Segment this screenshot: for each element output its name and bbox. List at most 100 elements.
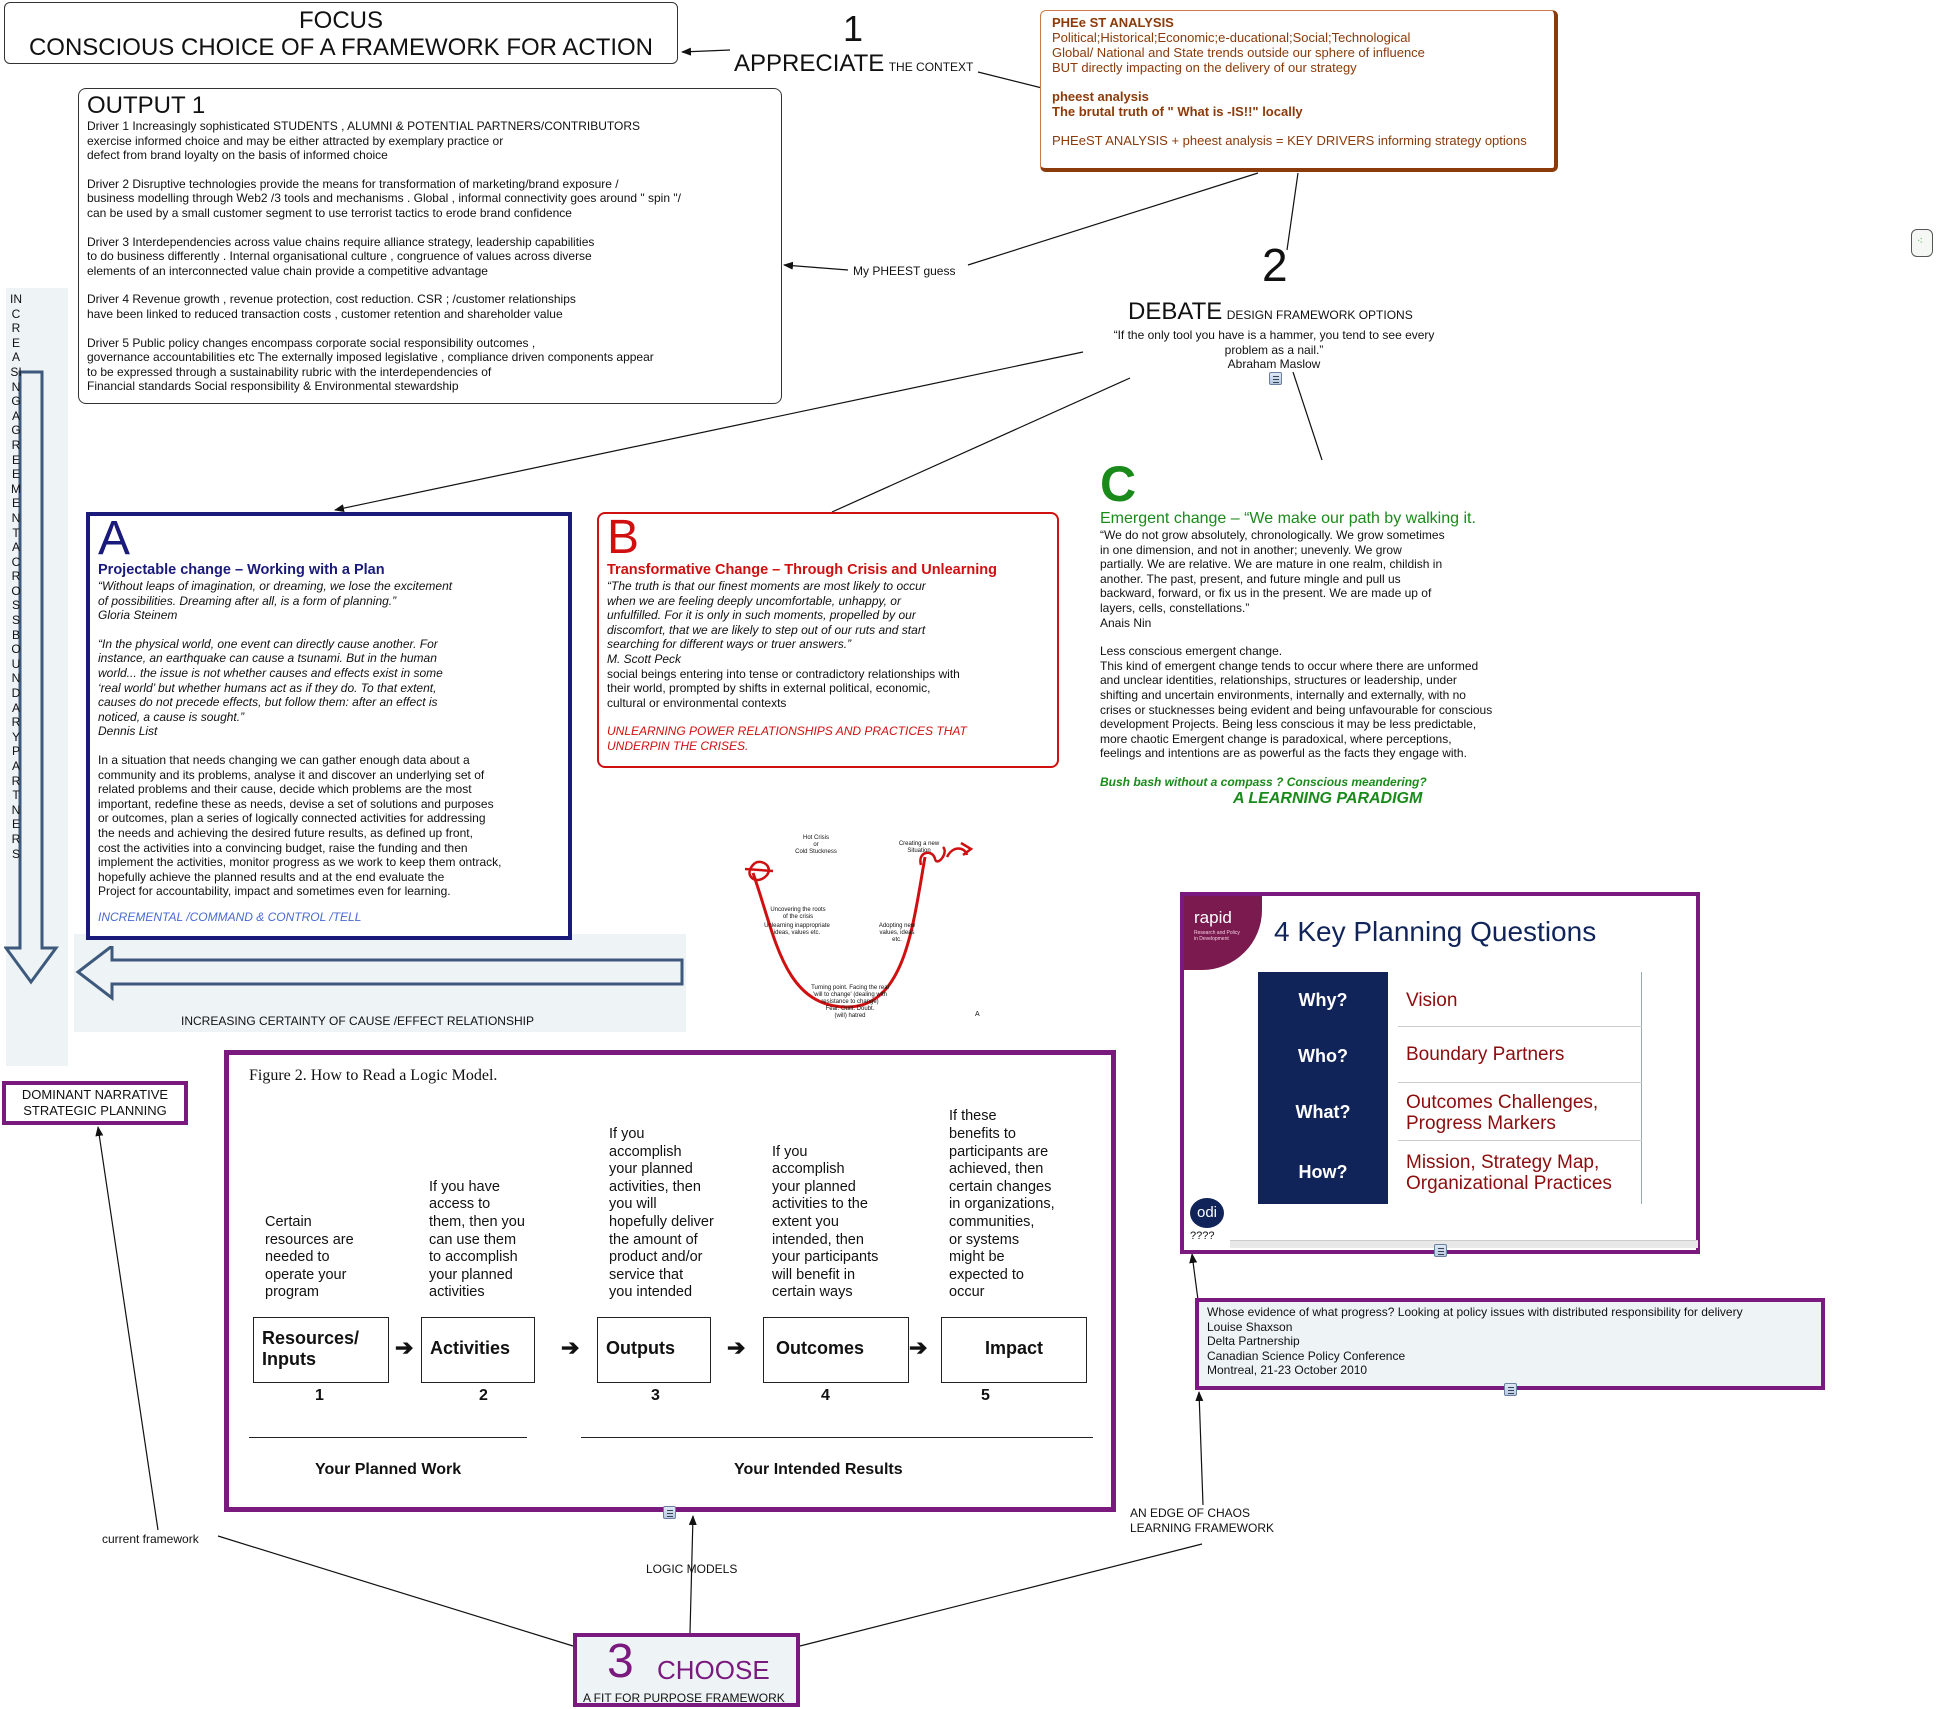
- u-label-1: Hot Crisis or Cold Stuckness: [795, 835, 837, 855]
- current-framework-label: current framework: [102, 1532, 199, 1546]
- evidence-text: Whose evidence of what progress? Looking…: [1207, 1305, 1743, 1378]
- planning-table: Why? Who? What? How? Vision Boundary Par…: [1258, 972, 1642, 1204]
- lm-arrow-2: ➔: [561, 1335, 580, 1360]
- horizontal-axis-label: INCREASING CERTAINTY OF CAUSE /EFFECT RE…: [181, 1014, 534, 1028]
- rapid-logo: rapid Research and Policy in Development: [1184, 896, 1262, 970]
- lm-box-impact: Impact: [941, 1317, 1087, 1383]
- note-icon[interactable]: [1269, 372, 1282, 385]
- option-b-letter: B: [607, 511, 640, 564]
- output-1-box[interactable]: OUTPUT 1 Driver 1 Increasingly sophistic…: [78, 88, 782, 404]
- appreciate-number: 1: [843, 8, 864, 49]
- planning-a-what: Outcomes Challenges, Progress Markers: [1406, 1092, 1599, 1134]
- planning-q-who: Who?: [1258, 1046, 1388, 1067]
- lm-planned-work: Your Planned Work: [315, 1461, 462, 1478]
- line-context-pheest: [977, 71, 1043, 89]
- rapid-brand: rapid: [1194, 908, 1232, 927]
- note-icon[interactable]: [1504, 1383, 1517, 1396]
- u-curve-diagram: Hot Crisis or Cold Stuckness Uncovering …: [735, 815, 995, 1021]
- choose-node[interactable]: 3 CHOOSE A FIT FOR PURPOSE FRAMEWORK: [573, 1633, 800, 1707]
- pheest-guess-label: My PHEEST guess: [853, 264, 956, 278]
- option-c-node[interactable]: C Emergent change – “We make our path by…: [1100, 458, 1560, 818]
- u-label-5: Adopting new values, ideas etc.: [878, 923, 916, 943]
- lm-box-activities: Activities: [421, 1317, 535, 1383]
- u-label-6: Creating a new Situation: [898, 841, 940, 854]
- debate-node[interactable]: DEBATE DESIGN FRAMEWORK OPTIONS: [1128, 298, 1413, 326]
- planning-row-divider: [1398, 1140, 1642, 1141]
- dominant-line-2: STRATEGIC PLANNING: [23, 1103, 167, 1118]
- logic-model-box[interactable]: Figure 2. How to Read a Logic Model. Cer…: [224, 1050, 1116, 1512]
- option-a-box[interactable]: A Projectable change – Working with a Pl…: [86, 512, 572, 940]
- lm-text-1: Certain resources are needed to operate …: [265, 1214, 354, 1301]
- planning-footer: ????: [1190, 1230, 1215, 1242]
- lm-box-outputs: Outputs: [597, 1317, 711, 1383]
- choose-label: CHOOSE: [657, 1655, 770, 1685]
- lm-text-4: If you accomplish your planned activitie…: [772, 1143, 879, 1301]
- line-choose-dominant: [217, 1535, 574, 1647]
- option-b-body: social beings entering into tense or con…: [607, 666, 960, 710]
- odi-logo: odi: [1190, 1198, 1224, 1228]
- choose-number: 3: [607, 1635, 634, 1688]
- line-choose-edge: [799, 1543, 1203, 1647]
- line-debate-c: [1292, 371, 1323, 461]
- u-label-2: Uncovering the roots of the crisis: [770, 907, 826, 920]
- line-choose-logic: [688, 1515, 697, 1634]
- pheest-analysis-box[interactable]: PHEe ST ANALYSIS Political;Historical;Ec…: [1040, 10, 1558, 172]
- option-c-quote: “We do not grow absolutely, chronologica…: [1100, 528, 1445, 630]
- option-c-letter: C: [1100, 456, 1137, 512]
- appreciate-node[interactable]: APPRECIATE THE CONTEXT: [734, 50, 973, 78]
- dominant-narrative-box[interactable]: DOMINANT NARRATIVE STRATEGIC PLANNING: [2, 1081, 188, 1125]
- focus-node[interactable]: FOCUS CONSCIOUS CHOICE OF A FRAMEWORK FO…: [4, 2, 678, 64]
- pheest-title: PHEe ST ANALYSIS: [1052, 15, 1174, 30]
- line-pheest-debate: [1286, 172, 1299, 251]
- option-b-box[interactable]: B Transformative Change – Through Crisis…: [597, 512, 1059, 768]
- vertical-axis-band: [6, 288, 68, 1066]
- pheest-body: Political;Historical;Economic;e-ducation…: [1052, 30, 1425, 75]
- u-label-3: Unlearning inappropriate ideas, values e…: [764, 923, 830, 936]
- horizontal-arrow: [75, 946, 684, 1002]
- option-c-tagline: Bush bash without a compass ? Conscious …: [1100, 774, 1427, 789]
- u-curve-svg: [744, 841, 974, 1009]
- driver-1: Driver 1 Increasingly sophisticated STUD…: [87, 119, 641, 163]
- debate-quote: “If the only tool you have is a hammer, …: [1113, 328, 1435, 372]
- line-debate-a: [334, 351, 1084, 513]
- rapid-brand-sub: Research and Policy in Development: [1194, 930, 1240, 942]
- line-pheest-guess: [967, 172, 1259, 266]
- pheest-equation: PHEeST ANALYSIS + pheest analysis = KEY …: [1052, 133, 1527, 148]
- lm-text-5: If these benefits to participants are ac…: [949, 1108, 1055, 1301]
- line-debate-b: [831, 377, 1131, 513]
- edge-of-chaos-label: AN EDGE OF CHAOS LEARNING FRAMEWORK: [1130, 1506, 1275, 1535]
- planning-scrollbar[interactable]: [1230, 1240, 1698, 1248]
- option-b-title: Transformative Change – Through Crisis a…: [607, 562, 997, 578]
- planning-questions-box[interactable]: rapid Research and Policy in Development…: [1180, 892, 1700, 1254]
- note-icon[interactable]: [1434, 1244, 1447, 1257]
- planning-row-divider: [1398, 1082, 1642, 1083]
- note-icon[interactable]: [663, 1506, 676, 1519]
- option-a-title: Projectable change – Working with a Plan: [98, 562, 385, 578]
- output-title: OUTPUT 1: [87, 92, 206, 119]
- debate-sublabel: DESIGN FRAMEWORK OPTIONS: [1226, 308, 1413, 322]
- evidence-box[interactable]: Whose evidence of what progress? Looking…: [1195, 1298, 1825, 1390]
- option-a-body: In a situation that needs changing we ca…: [98, 752, 502, 899]
- lm-rule-planned: [249, 1437, 527, 1438]
- logic-models-label: LOGIC MODELS: [646, 1562, 738, 1576]
- option-a-letter: A: [98, 512, 131, 565]
- lm-text-3: If you accomplish your planned activitie…: [609, 1126, 714, 1301]
- lm-arrow-4: ➔: [909, 1335, 928, 1360]
- logic-model-caption: Figure 2. How to Read a Logic Model.: [249, 1067, 498, 1084]
- lm-intended-results: Your Intended Results: [734, 1461, 903, 1478]
- planning-q-how: How?: [1258, 1162, 1388, 1183]
- appreciate-sublabel: THE CONTEXT: [888, 60, 974, 74]
- option-a-quote-1: “Without leaps of imagination, or dreami…: [98, 579, 453, 623]
- appreciate-label: APPRECIATE: [734, 50, 885, 77]
- lm-rule-results: [581, 1437, 1093, 1438]
- pheest-local-title: pheest analysis: [1052, 89, 1149, 104]
- pheest-local-body: The brutal truth of " What is -IS!!" loc…: [1052, 104, 1303, 119]
- lm-text-2: If you have access to them, then you can…: [429, 1178, 525, 1301]
- dominant-line-1: DOMINANT NARRATIVE: [21, 1087, 169, 1102]
- lm-num-5: 5: [981, 1387, 990, 1404]
- vertical-arrow: [4, 370, 59, 985]
- side-handle[interactable]: ⁖: [1911, 229, 1933, 257]
- u-corner-mark: A: [975, 1011, 980, 1018]
- lm-box-resources: Resources/ Inputs: [253, 1317, 389, 1383]
